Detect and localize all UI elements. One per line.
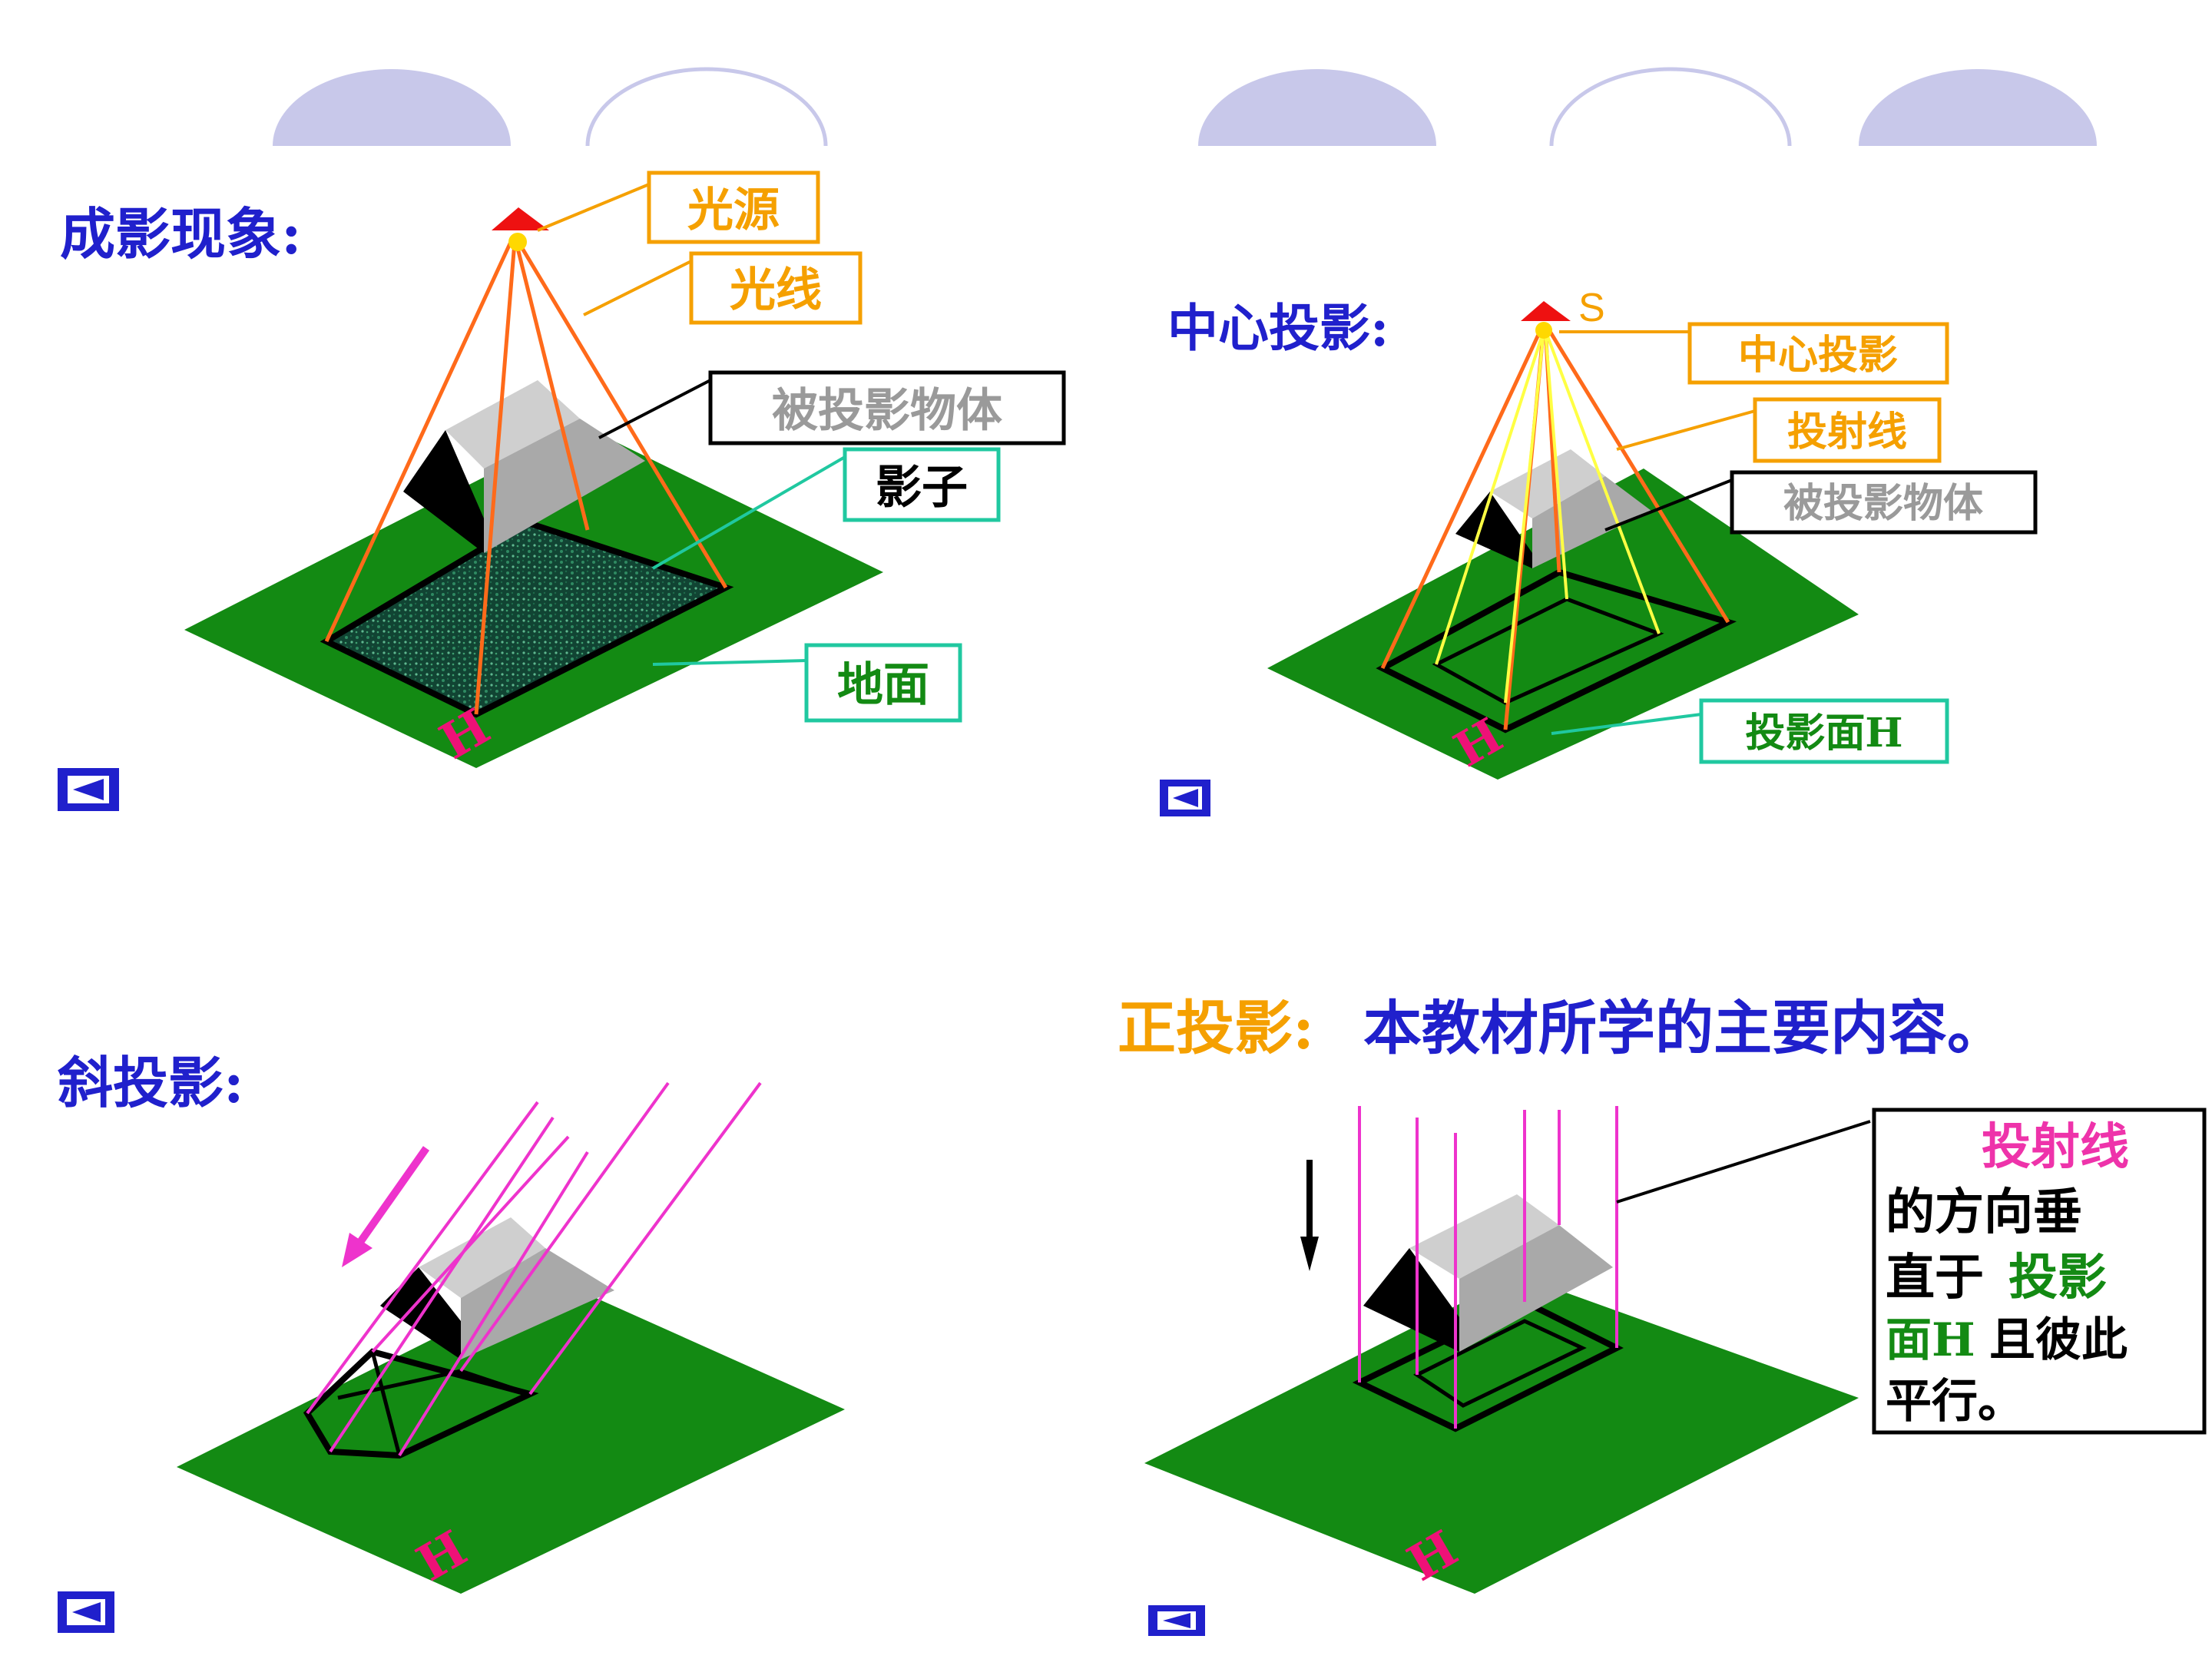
panel1-title: 成影现象: <box>60 201 302 267</box>
box-line4b: 且彼此 <box>1989 1313 2128 1367</box>
panel-orthographic-projection: 正投影: 本教材所学的主要内容。 投射线 的方向垂 <box>1118 994 2204 1636</box>
box-line1: 投射线 <box>1982 1118 2129 1176</box>
label-ray: 光线 <box>730 263 822 317</box>
box-line2: 的方向垂 <box>1886 1184 2082 1241</box>
back-nav-icon[interactable] <box>58 768 119 811</box>
label-shadow: 影子 <box>876 461 968 515</box>
panel4-title-desc: 本教材所学的主要内容。 <box>1363 994 2005 1062</box>
projection-direction-arrow <box>342 1148 426 1267</box>
label-ground: 地面 <box>837 658 929 712</box>
source-s-label: S <box>1578 286 1605 330</box>
box-line5: 平行。 <box>1886 1375 2024 1429</box>
label-projection-plane: 投影面H <box>1745 710 1902 757</box>
decorative-arcs <box>273 69 2097 146</box>
label-projected-object: 被投影物体 <box>1783 480 1983 527</box>
light-source-icon <box>1521 301 1571 321</box>
box-line4a: 面H <box>1886 1313 1975 1367</box>
panel2-title: 中心投影: <box>1167 298 1389 358</box>
panel-oblique-projection: 斜投影: H <box>58 1050 845 1633</box>
panel-shadow-phenomenon: 成影现象: 光源 光线 被投影物体 影子 地 <box>58 173 1064 811</box>
label-projected-object: 被投影物体 <box>772 384 1002 438</box>
box-line3a: 直于 <box>1886 1249 1984 1306</box>
label-center-projection: 中心投影 <box>1738 332 1898 379</box>
light-source-icon <box>492 207 549 230</box>
panel-central-projection: 中心投影: S 中心投影 投射 <box>1160 286 2035 816</box>
back-nav-icon[interactable] <box>1148 1605 1205 1636</box>
panel3-title: 斜投影: <box>58 1050 244 1115</box>
back-nav-icon[interactable] <box>1160 780 1210 816</box>
label-projection-line: 投射线 <box>1787 409 1907 455</box>
label-light-source: 光源 <box>687 184 780 237</box>
panel4-title-label: 正投影: <box>1118 994 1314 1062</box>
box-line3b: 投影 <box>2008 1249 2107 1306</box>
back-nav-icon[interactable] <box>58 1591 114 1633</box>
projection-direction-arrow <box>1300 1160 1319 1271</box>
